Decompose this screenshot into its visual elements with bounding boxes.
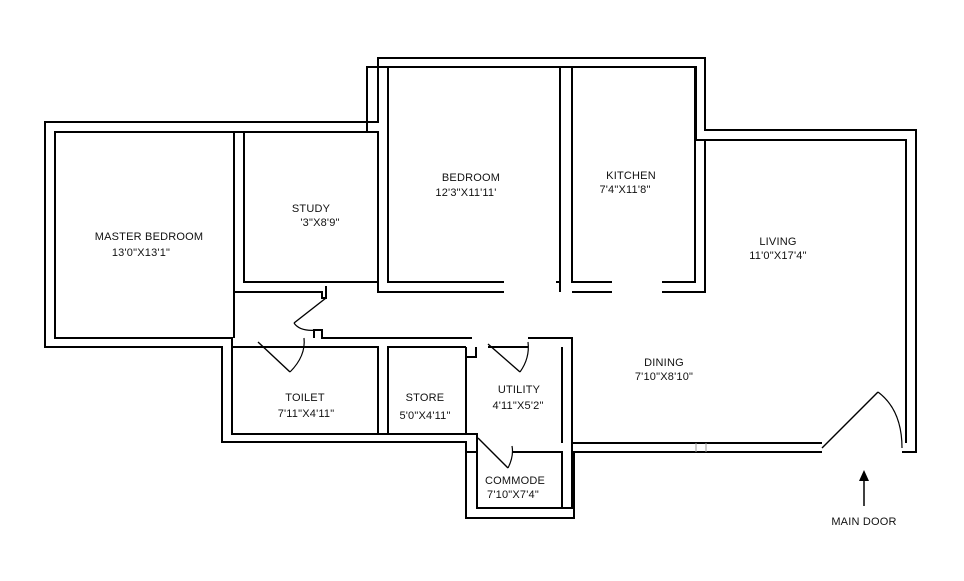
kitchen-name: KITCHEN: [606, 170, 656, 182]
main-door-arrow: [859, 470, 869, 506]
commode-walls: [465, 442, 563, 508]
opening-marks: [695, 443, 707, 452]
outer-walls: [44, 57, 917, 519]
store-size: 5'0"X4'11": [399, 410, 450, 422]
bedroom-name: BEDROOM: [442, 172, 500, 184]
study-size: '3"X8'9": [300, 217, 339, 229]
commode-size: 7'10"X7'4": [487, 489, 539, 501]
toilet-walls: [231, 346, 379, 435]
toilet-name: TOILET: [285, 392, 325, 404]
store-walls: [387, 346, 467, 435]
living-name: LIVING: [759, 236, 796, 248]
master-bedroom-walls: [55, 131, 235, 338]
main-door: [821, 391, 903, 449]
utility-name: UTILITY: [498, 384, 541, 396]
study-name: STUDY: [292, 203, 331, 215]
toilet-size: 7'11"X4'11": [278, 408, 335, 420]
store-name: STORE: [406, 392, 445, 404]
commode-door: [477, 437, 514, 469]
study-walls: [234, 131, 379, 299]
utility-walls: [488, 346, 563, 443]
toilet-door: [257, 337, 305, 373]
study-door: [293, 297, 327, 331]
dining-name: DINING: [644, 357, 684, 369]
utility-door: [487, 341, 529, 373]
kitchen-walls: [571, 67, 706, 293]
utility-size: 4'11"X5'2": [492, 400, 543, 412]
bedroom-walls: [377, 67, 561, 293]
master-bedroom-size: 13'0"X13'1": [112, 247, 170, 259]
living-size: 11'0"X17'4": [749, 250, 806, 262]
main-door-label: MAIN DOOR: [831, 516, 896, 528]
bedroom-size: 12'3"X11'11': [435, 187, 496, 199]
dining-size: 7'10"X8'10": [635, 371, 693, 383]
corridor-walls: [313, 329, 573, 443]
kitchen-size: 7'4"X11'8": [599, 184, 650, 196]
master-bedroom-name: MASTER BEDROOM: [95, 231, 204, 243]
outer-wall-outline: [44, 57, 917, 519]
outer-wall-inner-line: [54, 66, 907, 509]
doors: [257, 297, 903, 469]
commode-name: COMMODE: [485, 475, 545, 487]
